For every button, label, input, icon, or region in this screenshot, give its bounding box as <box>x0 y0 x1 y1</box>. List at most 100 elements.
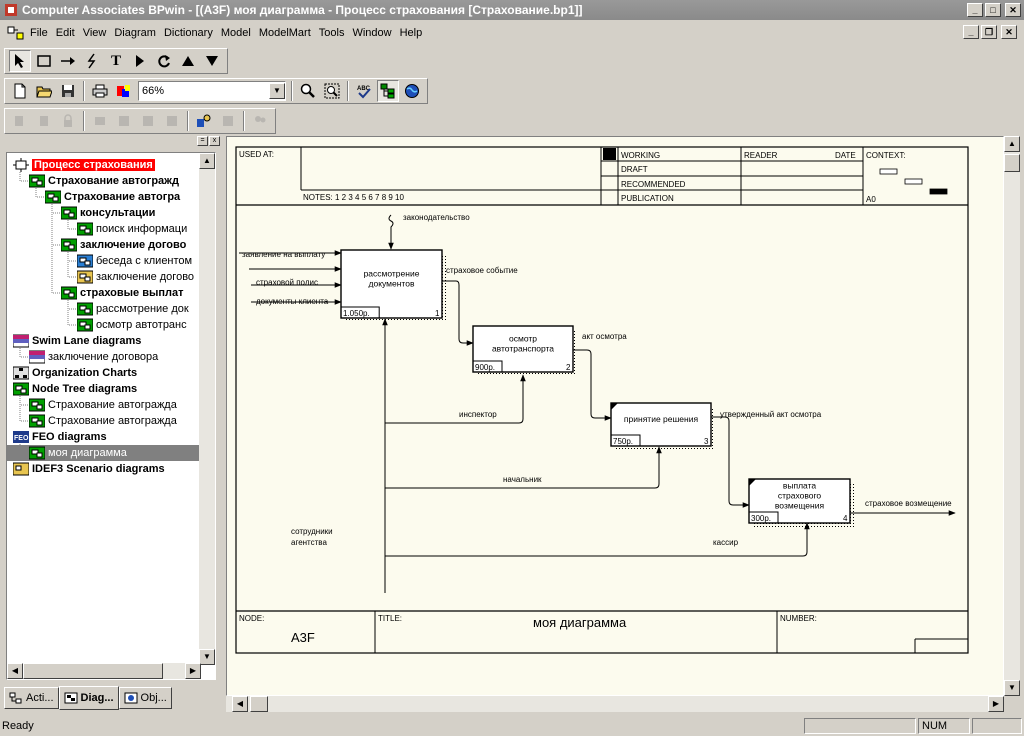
mm-connect-button[interactable] <box>9 110 31 132</box>
mm-lock-button[interactable] <box>57 110 79 132</box>
squiggle-tool-button[interactable] <box>81 50 103 72</box>
tree-item[interactable]: Страхование автогражд <box>29 173 179 189</box>
arrow-cashier[interactable] <box>385 522 810 557</box>
tree-item[interactable]: моя диаграмма <box>7 445 201 461</box>
tree-item[interactable]: осмотр автотранс <box>77 317 187 333</box>
zoom-dropdown-arrow-icon[interactable]: ▼ <box>269 83 285 99</box>
doc-minimize-button[interactable]: _ <box>963 25 979 39</box>
menu-help[interactable]: Help <box>399 27 423 39</box>
mm-merge-button[interactable] <box>137 110 159 132</box>
tree-item[interactable]: Node Tree diagrams <box>13 381 137 397</box>
mm-users-button[interactable] <box>249 110 271 132</box>
menu-diagram[interactable]: Diagram <box>114 27 156 39</box>
go-down-button[interactable] <box>201 50 223 72</box>
explorer-vertical-scrollbar[interactable]: ▲ ▼ <box>199 153 215 665</box>
canvas-scroll-down-arrow-icon[interactable]: ▼ <box>1004 680 1020 696</box>
tab-activities[interactable]: Acti... <box>4 687 59 709</box>
model-explorer-toggle-button[interactable] <box>377 80 399 102</box>
close-button[interactable]: ✕ <box>1005 3 1021 17</box>
bpwin-app-icon[interactable] <box>4 3 18 17</box>
doc-restore-button[interactable]: ❐ <box>981 25 997 39</box>
menu-file[interactable]: File <box>30 27 48 39</box>
zoom-button[interactable] <box>297 80 319 102</box>
arrow-insured-event[interactable] <box>442 280 474 346</box>
arrow-chief[interactable] <box>385 446 662 489</box>
mm-grid-button[interactable] <box>161 110 183 132</box>
arrow-approved-act[interactable] <box>711 416 750 508</box>
go-to-parent-button[interactable] <box>177 50 199 72</box>
scroll-down-arrow-icon[interactable]: ▼ <box>199 649 215 665</box>
tree-item[interactable]: поиск информаци <box>77 221 187 237</box>
tree-item[interactable]: рассмотрение док <box>77 301 189 317</box>
tree-item[interactable]: консультации <box>61 205 155 221</box>
explorer-horizontal-scrollbar[interactable]: ◀ ▶ <box>7 663 201 679</box>
color-button[interactable] <box>113 80 135 102</box>
pointer-tool-button[interactable] <box>9 50 31 72</box>
tab-diagrams[interactable]: Diag... <box>58 686 119 710</box>
mm-security-button[interactable] <box>193 110 215 132</box>
zoom-combo[interactable]: 66% ▼ <box>138 81 286 101</box>
scroll-left-arrow-icon[interactable]: ◀ <box>7 663 23 679</box>
scroll-up-arrow-icon[interactable]: ▲ <box>199 153 215 169</box>
menu-edit[interactable]: Edit <box>55 27 75 39</box>
arrow-inspection-act[interactable] <box>573 349 612 421</box>
tree-item[interactable]: заключение догово <box>61 237 186 253</box>
maximize-button[interactable]: □ <box>985 3 1001 17</box>
diagram-canvas[interactable]: USED AT: NOTES: 1 2 3 4 5 6 7 8 9 10 WOR… <box>226 136 1004 696</box>
arrow-legislation[interactable] <box>388 214 394 250</box>
open-button[interactable] <box>33 80 55 102</box>
mm-save-button[interactable] <box>113 110 135 132</box>
menu-view[interactable]: View <box>82 27 107 39</box>
minimize-button[interactable]: _ <box>967 3 983 17</box>
new-button[interactable] <box>9 80 31 102</box>
scroll-right-arrow-icon[interactable]: ▶ <box>185 663 201 679</box>
modelmart-button[interactable] <box>401 80 423 102</box>
canvas-horizontal-scrollbar[interactable]: ◀ ▶ <box>226 696 1004 712</box>
go-to-subdiagram-button[interactable] <box>129 50 151 72</box>
menu-model[interactable]: Model <box>220 27 251 39</box>
canvas-horizontal-thumb[interactable] <box>250 696 268 712</box>
doc-close-button[interactable]: ✕ <box>1001 25 1017 39</box>
canvas-scroll-left-arrow-icon[interactable]: ◀ <box>232 696 248 712</box>
arrow-inspector[interactable] <box>385 374 526 424</box>
menu-dictionary[interactable]: Dictionary <box>163 27 213 39</box>
tree-item[interactable]: заключение догово <box>77 269 194 285</box>
canvas-scroll-right-arrow-icon[interactable]: ▶ <box>988 696 1004 712</box>
tree-item[interactable]: беседа с клиентом <box>77 253 192 269</box>
arrow-tool-button[interactable] <box>57 50 79 72</box>
canvas-scroll-up-arrow-icon[interactable]: ▲ <box>1004 136 1020 152</box>
explorer-close-button[interactable]: x <box>209 136 220 146</box>
mm-disconnect-button[interactable] <box>33 110 55 132</box>
fit-zoom-button[interactable] <box>321 80 343 102</box>
rotate-button[interactable] <box>153 50 175 72</box>
tree-item[interactable]: заключение договора <box>29 349 158 365</box>
document-system-menu-icon[interactable] <box>6 25 24 41</box>
canvas-vertical-thumb[interactable] <box>1004 154 1020 172</box>
text-tool-button[interactable]: T <box>105 50 127 72</box>
save-button[interactable] <box>57 80 79 102</box>
tree-item[interactable]: IDEF3 Scenario diagrams <box>13 461 165 477</box>
tree-item[interactable]: Swim Lane diagrams <box>13 333 141 349</box>
tree-item[interactable]: Процесс страхования <box>13 157 155 173</box>
box-tool-button[interactable] <box>33 50 55 72</box>
mm-options-button[interactable] <box>217 110 239 132</box>
tree-item[interactable]: Страхование автогражда <box>29 397 177 413</box>
menu-tools[interactable]: Tools <box>318 27 345 39</box>
horizontal-scroll-thumb[interactable] <box>23 663 163 679</box>
mm-library-button[interactable] <box>89 110 111 132</box>
canvas-vertical-scrollbar[interactable]: ▲ ▼ <box>1004 136 1020 696</box>
tree-item[interactable]: Страхование автогражда <box>29 413 177 429</box>
explorer-restore-button[interactable]: = <box>197 136 208 146</box>
print-button[interactable] <box>89 80 111 102</box>
tab-objects[interactable]: Obj... <box>118 687 172 709</box>
tree-item[interactable]: Страхование автогра <box>45 189 180 205</box>
menu-window[interactable]: Window <box>352 27 392 39</box>
tree-item[interactable]: Organization Charts <box>13 365 137 381</box>
menu-modelmart[interactable]: ModelMart <box>258 27 311 39</box>
tree-item[interactable]: страховые выплат <box>61 285 184 301</box>
